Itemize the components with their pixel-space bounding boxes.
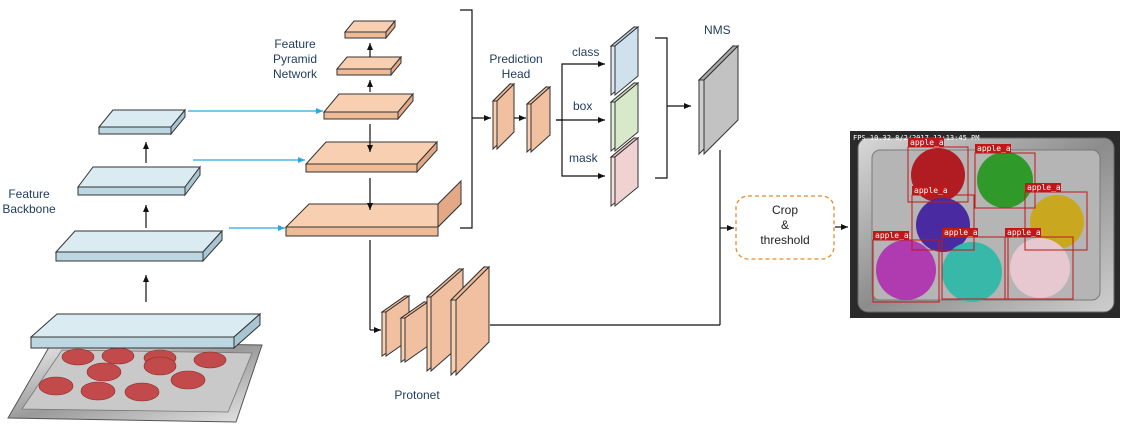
box-label: box — [573, 99, 592, 113]
fpn-label: Feature Pyramid Network — [273, 37, 318, 81]
prediction-head-block-1 — [491, 82, 516, 151]
detected-apple-purple — [916, 198, 970, 252]
class-label: class — [572, 45, 599, 59]
detection-label: apple_a — [875, 231, 909, 240]
fpn-label-line-2: Pyramid — [273, 52, 317, 66]
fpn-layer-p3 — [284, 179, 463, 237]
fpn-label-line-3: Network — [273, 67, 318, 81]
detected-apple-magenta — [876, 240, 936, 300]
detection-label: apple_a — [910, 138, 944, 147]
protonet-block-4 — [449, 265, 491, 377]
class-output — [609, 25, 640, 97]
prediction-head-label: Prediction Head — [489, 52, 542, 81]
fpn-layer-p6 — [335, 55, 403, 77]
fpn-layer-p5 — [322, 92, 415, 121]
mask-output — [609, 136, 640, 208]
fpn-layer-p4 — [304, 140, 439, 174]
prediction-head-label-line-2: Head — [502, 67, 531, 81]
protonet-block-1 — [380, 295, 411, 357]
nms-block — [697, 44, 740, 156]
prediction-head-block-2 — [525, 85, 552, 154]
fpn-layer-p7 — [343, 19, 397, 40]
backbone-layer-3 — [54, 229, 224, 263]
crop-label-line-2: & — [781, 218, 789, 232]
protonet-label: Protonet — [394, 388, 440, 402]
detected-apple-yellow — [1030, 195, 1084, 249]
detection-label: apple_a — [977, 144, 1011, 153]
crop-threshold-box — [735, 195, 835, 260]
detected-apple-pink — [1010, 238, 1070, 298]
backbone-label-line-1: Feature — [8, 187, 50, 201]
input-image — [7, 341, 263, 423]
protonet-block-2 — [399, 301, 430, 363]
backbone-layer-2 — [77, 165, 201, 197]
nms-label: NMS — [704, 23, 731, 37]
lateral-connections — [188, 108, 323, 231]
detected-apple-cyan — [942, 242, 1002, 302]
backbone-layer-4 — [29, 312, 262, 350]
crop-label-line-1: Crop — [772, 203, 798, 217]
fpn-bracket — [460, 9, 473, 229]
prediction-head-label-line-1: Prediction — [489, 52, 542, 66]
backbone-label: Feature Backbone — [2, 187, 56, 216]
detection-label: apple_a — [914, 186, 948, 195]
detection-label: apple_a — [1027, 183, 1061, 192]
fpn-label-line-1: Feature — [274, 37, 316, 51]
detection-label: apple_a — [1007, 228, 1041, 237]
head-branches — [556, 61, 605, 179]
backbone-label-line-2: Backbone — [2, 202, 56, 216]
output-image: FPS 10.32 8/2/2017 12:13:45 PM apple_a — [850, 131, 1120, 318]
crop-label-line-3: threshold — [760, 233, 809, 247]
box-output — [609, 81, 640, 153]
crop-threshold-label: Crop & threshold — [760, 203, 809, 247]
detected-apple-green — [977, 152, 1033, 208]
mask-label: mask — [569, 151, 599, 165]
detection-label: apple_a — [944, 228, 978, 237]
head-bracket — [655, 37, 668, 179]
backbone-layer-1 — [97, 108, 187, 136]
